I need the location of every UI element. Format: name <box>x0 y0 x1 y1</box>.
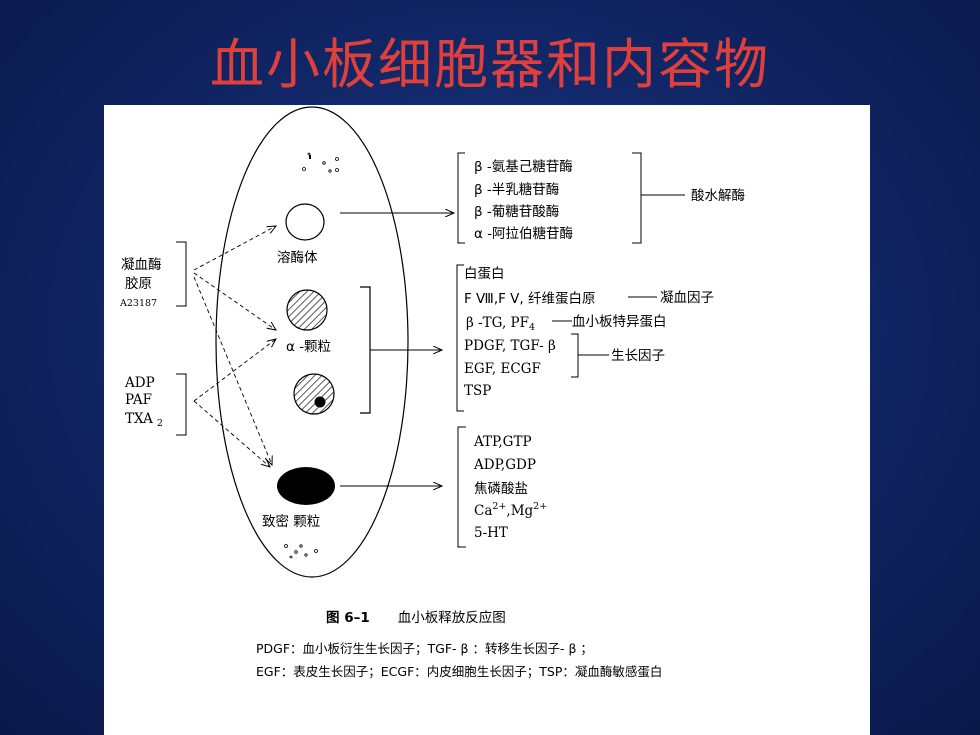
dense-contents-bracket <box>457 426 466 548</box>
alpha-coag-label: 凝血因子 <box>660 290 714 306</box>
dense-5ht: 5-HT <box>474 525 508 541</box>
stimulus-a23187: A23187 <box>119 298 157 309</box>
alpha-granule-label: α -颗粒 <box>286 339 331 355</box>
lysosome <box>285 203 325 241</box>
stimuli-bracket-top <box>176 241 187 307</box>
caption-note-2: EGF：表皮生长因子；ECGF：内皮细胞生长因子；TSP：凝血酶敏感蛋白 <box>256 664 662 679</box>
alpha-albumin: 白蛋白 <box>464 266 505 282</box>
stimulus-adp: ADP <box>124 375 155 391</box>
hydrolase-group-label: 酸水解酶 <box>691 188 745 204</box>
platelet-release-figure: 溶酶体 α -颗粒 致密 颗粒 凝血酶 胶原 A23187 ADP PAF TX… <box>104 105 870 735</box>
hydrolase-item-3: β -葡糖苷酸酶 <box>474 204 559 220</box>
stimulus-collagen: 胶原 <box>125 275 152 292</box>
dense-adp: ADP,GDP <box>473 457 536 473</box>
dense-ppi: 焦磷酸盐 <box>474 481 528 497</box>
alpha-tsp: TSP <box>464 383 491 399</box>
alpha-granule-2 <box>293 373 335 415</box>
hydrolase-item-4: α -阿拉伯糖苷酶 <box>474 226 573 242</box>
hydrolase-item-1: β -氨基己糖苷酶 <box>474 158 573 175</box>
platelet-outline <box>215 106 409 578</box>
hydrolase-item-2: β -半乳糖苷酶 <box>474 182 559 198</box>
lysosome-label: 溶酶体 <box>277 250 318 266</box>
dense-ca-mg: Ca2+,Mg2+ <box>474 501 547 519</box>
alpha-granule-dot <box>314 396 326 408</box>
stimulus-paf: PAF <box>125 392 152 408</box>
growth-bracket <box>571 333 579 378</box>
hydrolase-bracket-left <box>457 152 465 244</box>
alpha-coag-factors: F Ⅷ,F V, 纤维蛋白原 <box>464 291 596 307</box>
dense-atp: ATP,GTP <box>473 434 532 450</box>
dense-granule <box>277 467 335 505</box>
slide-title: 血小板细胞器和内容物 <box>210 33 770 96</box>
alpha-btg-pf4: β -TG, PF4 <box>466 315 535 333</box>
granule-dots-bottom <box>284 544 318 559</box>
alpha-pdgf: PDGF, TGF- β <box>464 338 556 354</box>
platelet-diagram: 溶酶体 α -颗粒 致密 颗粒 凝血酶 胶原 A23187 ADP PAF TX… <box>119 106 745 679</box>
alpha-btg-label: 血小板特异蛋白 <box>572 314 667 330</box>
caption-note-1: PDGF：血小板衍生生长因子；TGF- β ：转移生长因子- β ； <box>256 641 593 656</box>
granule-dots-top <box>302 152 339 173</box>
alpha-contents-bracket <box>456 264 464 412</box>
stimulus-thrombin: 凝血酶 <box>121 257 162 273</box>
hydrolase-bracket-right <box>632 152 642 244</box>
dense-granule-label: 致密 颗粒 <box>262 513 320 530</box>
stimuli-bracket-bottom <box>176 373 187 436</box>
alpha-growth-label: 生长因子 <box>611 348 665 364</box>
alpha-bracket <box>360 286 371 414</box>
alpha-egf: EGF, ECGF <box>464 361 541 377</box>
stimulus-arrows <box>193 226 276 467</box>
alpha-granule-1 <box>286 289 328 331</box>
